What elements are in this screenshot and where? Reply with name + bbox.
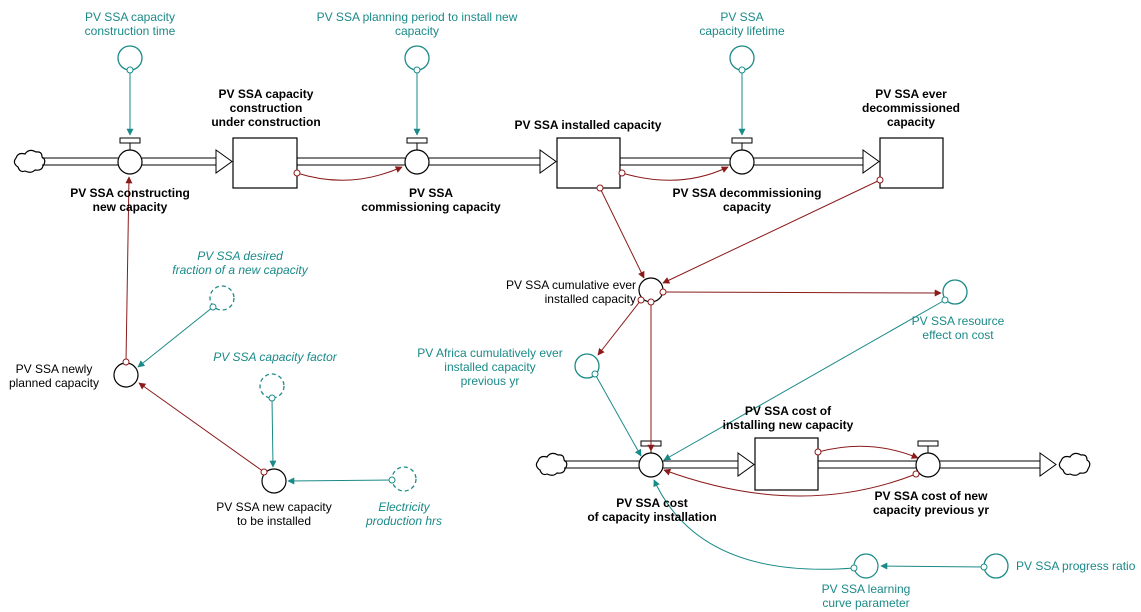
pipe-source-to-construction [42, 157, 118, 166]
label-flow-decommissioning: PV SSA decommissioning capacity [672, 186, 822, 214]
pipe-source-to-cost-installation [564, 460, 639, 469]
link-resource-effect-to-cost-installation [663, 299, 946, 461]
label-capacity-factor: PV SSA capacity factor [213, 350, 337, 364]
pipe-to-sink-cloud [940, 452, 1057, 477]
label-capacity-lifetime: PV SSA capacity lifetime [699, 10, 785, 38]
stock-under-construction[interactable] [232, 137, 298, 189]
pipe-to-under-construction [142, 149, 233, 174]
valve-decommissioning-capacity[interactable] [729, 137, 755, 175]
pipe-installed-to-decommissioning [620, 157, 730, 166]
label-stock-ever-decommissioned: PV SSA ever decommissioned capacity [861, 87, 961, 129]
label-flow-cost-installation: PV SSA cost of capacity installation [587, 496, 717, 524]
stock-cost-of-installing-new-capacity[interactable] [754, 437, 819, 491]
valve-constructing-new-capacity[interactable] [117, 137, 143, 175]
label-africa-cumulative: PV Africa cumulatively ever installed ca… [417, 346, 563, 388]
pipe-cost-stock-to-previous-yr [818, 460, 916, 469]
link-progress-ratio-to-learning-curve [880, 562, 985, 570]
pipe-to-ever-decommissioned [754, 149, 880, 174]
label-resource-effect-on-cost: PV SSA resource effect on cost [911, 314, 1005, 342]
label-electricity-hrs: Electricity production hrs [365, 500, 443, 528]
link-desired-fraction-to-newly-planned [137, 306, 214, 368]
label-new-capacity-to-install: PV SSA new capacity to be installed [216, 500, 332, 528]
link-cumulative-to-resource-effect [662, 289, 942, 297]
teal-links [126, 70, 985, 570]
source-cloud-left [13, 149, 46, 173]
label-cumulative-ever-installed: PV SSA cumulative ever installed capacit… [505, 278, 636, 306]
link-installed-to-decommissioning [621, 166, 729, 181]
sink-cloud-right [1058, 452, 1091, 476]
label-flow-cost-new-prev: PV SSA cost of new capacity previous yr [872, 489, 990, 517]
const-construction-time[interactable] [117, 45, 143, 71]
aux-new-capacity-to-be-installed[interactable] [261, 468, 287, 494]
label-stock-installed: PV SSA installed capacity [514, 118, 662, 132]
lookup-desired-fraction[interactable] [209, 285, 235, 311]
source-cloud-bottom-left [535, 452, 568, 476]
valve-commissioning-capacity[interactable] [404, 137, 430, 175]
link-under-construction-to-commissioning [296, 166, 403, 181]
label-stock-cost-installing: PV SSA cost of installing new capacity [722, 404, 854, 432]
link-newly-planned-to-constructing [125, 176, 133, 363]
stock-ever-decommissioned[interactable] [879, 137, 944, 189]
link-ever-decommissioned-to-cumulative [662, 179, 881, 284]
label-desired-fraction: PV SSA desired fraction of a new capacit… [172, 249, 308, 277]
link-capacity-factor-to-new-capacity [269, 397, 277, 468]
stock-installed-capacity[interactable] [556, 137, 621, 189]
link-new-capacity-to-newly-planned [138, 382, 265, 473]
label-planning-period: PV SSA planning period to install new ca… [316, 10, 518, 38]
aux-learning-curve-parameter[interactable] [853, 553, 879, 579]
link-cumulative-to-africa-cumulative [597, 299, 642, 356]
pipe-under-construction-to-commissioning [297, 157, 405, 166]
label-newly-planned: PV SSA newly planned capacity [8, 362, 100, 390]
aux-newly-planned-capacity[interactable] [113, 362, 139, 388]
const-planning-period[interactable] [404, 45, 430, 71]
link-learning-curve-to-cost-installation [653, 479, 855, 570]
label-stock-under-construction: PV SSA capacity construction under const… [211, 87, 321, 129]
link-electricity-hrs-to-new-capacity [287, 477, 393, 485]
const-capacity-lifetime[interactable] [729, 45, 755, 71]
pipe-to-cost-installing-stock [663, 452, 755, 477]
valve-cost-of-new-capacity-previous-yr[interactable] [915, 440, 941, 478]
link-installed-to-cumulative [599, 187, 645, 279]
link-previous-yr-to-cost-installation [663, 468, 917, 497]
link-cost-stock-to-previous-yr [817, 445, 919, 459]
label-construction-time: PV SSA capacity construction time [84, 10, 176, 38]
label-progress-ratio: PV SSA progress ratio [1016, 559, 1136, 573]
lookup-electricity-hrs[interactable] [391, 466, 417, 492]
link-origin-markers [122, 66, 988, 572]
const-progress-ratio[interactable] [983, 553, 1009, 579]
red-links [125, 166, 942, 497]
link-africa-cumulative-to-cost-installation [594, 373, 642, 457]
const-resource-effect-on-cost[interactable] [942, 279, 968, 305]
lookup-capacity-factor[interactable] [259, 373, 285, 399]
label-flow-commissioning: PV SSA commissioning capacity [361, 186, 501, 214]
label-flow-constructing: PV SSA constructing new capacity [70, 186, 190, 214]
pipe-to-installed-capacity [429, 149, 557, 174]
label-learning-curve: PV SSA learning curve parameter [821, 582, 911, 610]
